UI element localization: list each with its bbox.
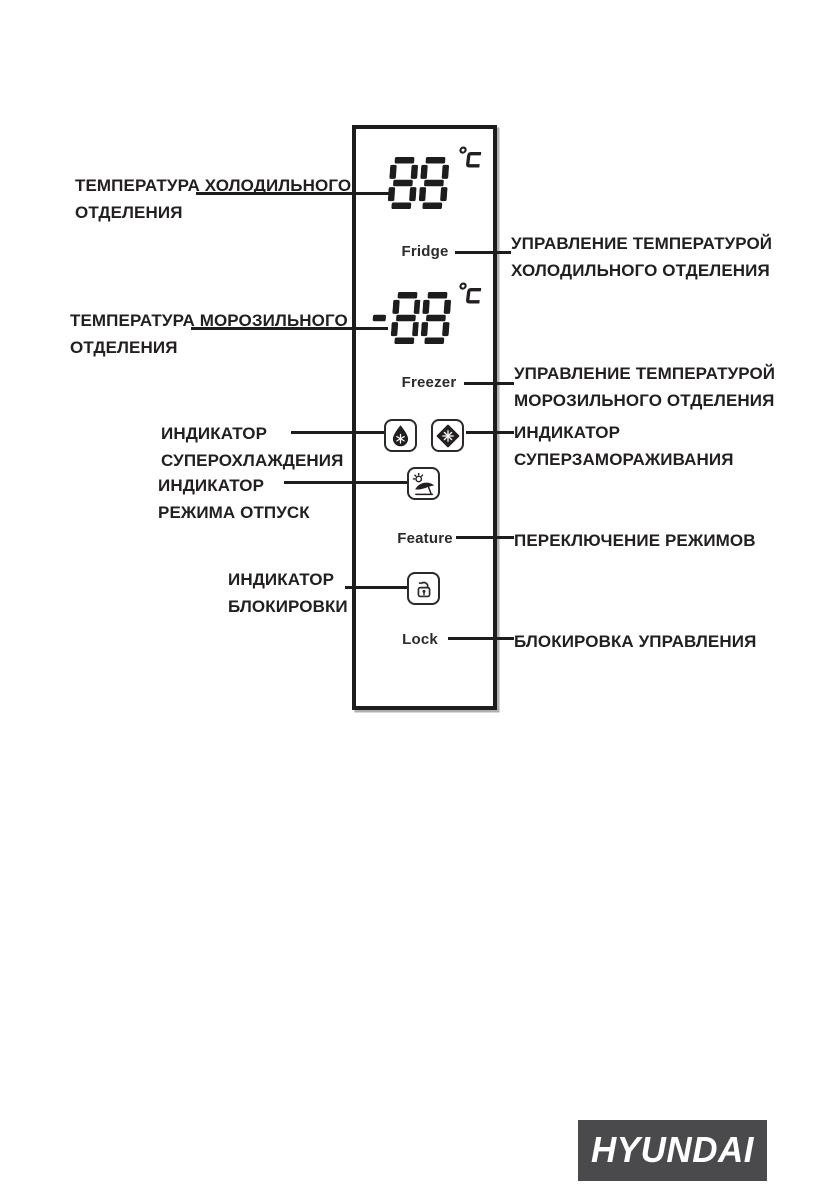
leader-line-fridge-control <box>455 251 511 254</box>
callout-fridge-temperature: ТЕМПЕРАТУРА ХОЛОДИЛЬНОГО ОТДЕЛЕНИЯ <box>75 176 352 222</box>
lock-indicator-icon <box>407 572 440 605</box>
leader-line-vacation <box>284 481 407 484</box>
super-cooling-icon <box>384 419 417 452</box>
leader-line-super-cooling <box>291 431 384 434</box>
vacation-mode-icon <box>407 467 440 500</box>
callout-fridge-temp-control: УПРАВЛЕНИЕ ТЕМПЕРАТУРОЙ ХОЛОДИЛЬНОГО ОТД… <box>511 234 773 280</box>
freezer-temp-display <box>369 292 452 344</box>
leader-line-lock <box>448 637 514 640</box>
hyundai-logo: HYUNDAI <box>578 1120 767 1181</box>
callout-freezer-temp-control: УПРАВЛЕНИЕ ТЕМПЕРАТУРОЙ МОРОЗИЛЬНОГО ОТД… <box>514 364 776 410</box>
callout-freezer-temperature: ТЕМПЕРАТУРА МОРОЗИЛЬНОГО ОТДЕЛЕНИЯ <box>70 311 348 357</box>
callout-vacation-indicator: ИНДИКАТОР РЕЖИМА ОТПУСК <box>158 476 310 522</box>
fridge-temp-display <box>387 157 449 209</box>
feature-button-label: Feature <box>397 530 453 547</box>
leader-line-lock-indicator <box>345 586 407 589</box>
leader-line-freezer-control <box>464 382 514 385</box>
super-freezing-icon <box>431 419 464 452</box>
lock-button-label: Lock <box>402 631 438 648</box>
callout-super-cooling-indicator: ИНДИКАТОР СУПЕРОХЛАЖДЕНИЯ <box>161 424 344 470</box>
callout-super-freezing-indicator: ИНДИКАТОР СУПЕРЗАМОРАЖИВАНИЯ <box>514 423 734 469</box>
celsius-icon <box>455 146 484 174</box>
celsius-icon <box>455 282 484 310</box>
callout-mode-switch: ПЕРЕКЛЮЧЕНИЕ РЕЖИМОВ <box>514 531 756 550</box>
callout-lock-indicator: ИНДИКАТОР БЛОКИРОВКИ <box>228 570 348 616</box>
leader-line-fridge-temperature <box>196 192 390 195</box>
hyundai-logo-text: HYUNDAI <box>591 1130 754 1170</box>
leader-line-super-freezing <box>466 431 514 434</box>
callout-control-lock: БЛОКИРОВКА УПРАВЛЕНИЯ <box>514 632 757 651</box>
freezer-button-label: Freezer <box>401 374 457 391</box>
leader-line-feature <box>456 536 514 539</box>
leader-line-freezer-temperature <box>191 327 388 330</box>
control-panel <box>352 125 497 710</box>
fridge-button-label: Fridge <box>401 243 449 260</box>
